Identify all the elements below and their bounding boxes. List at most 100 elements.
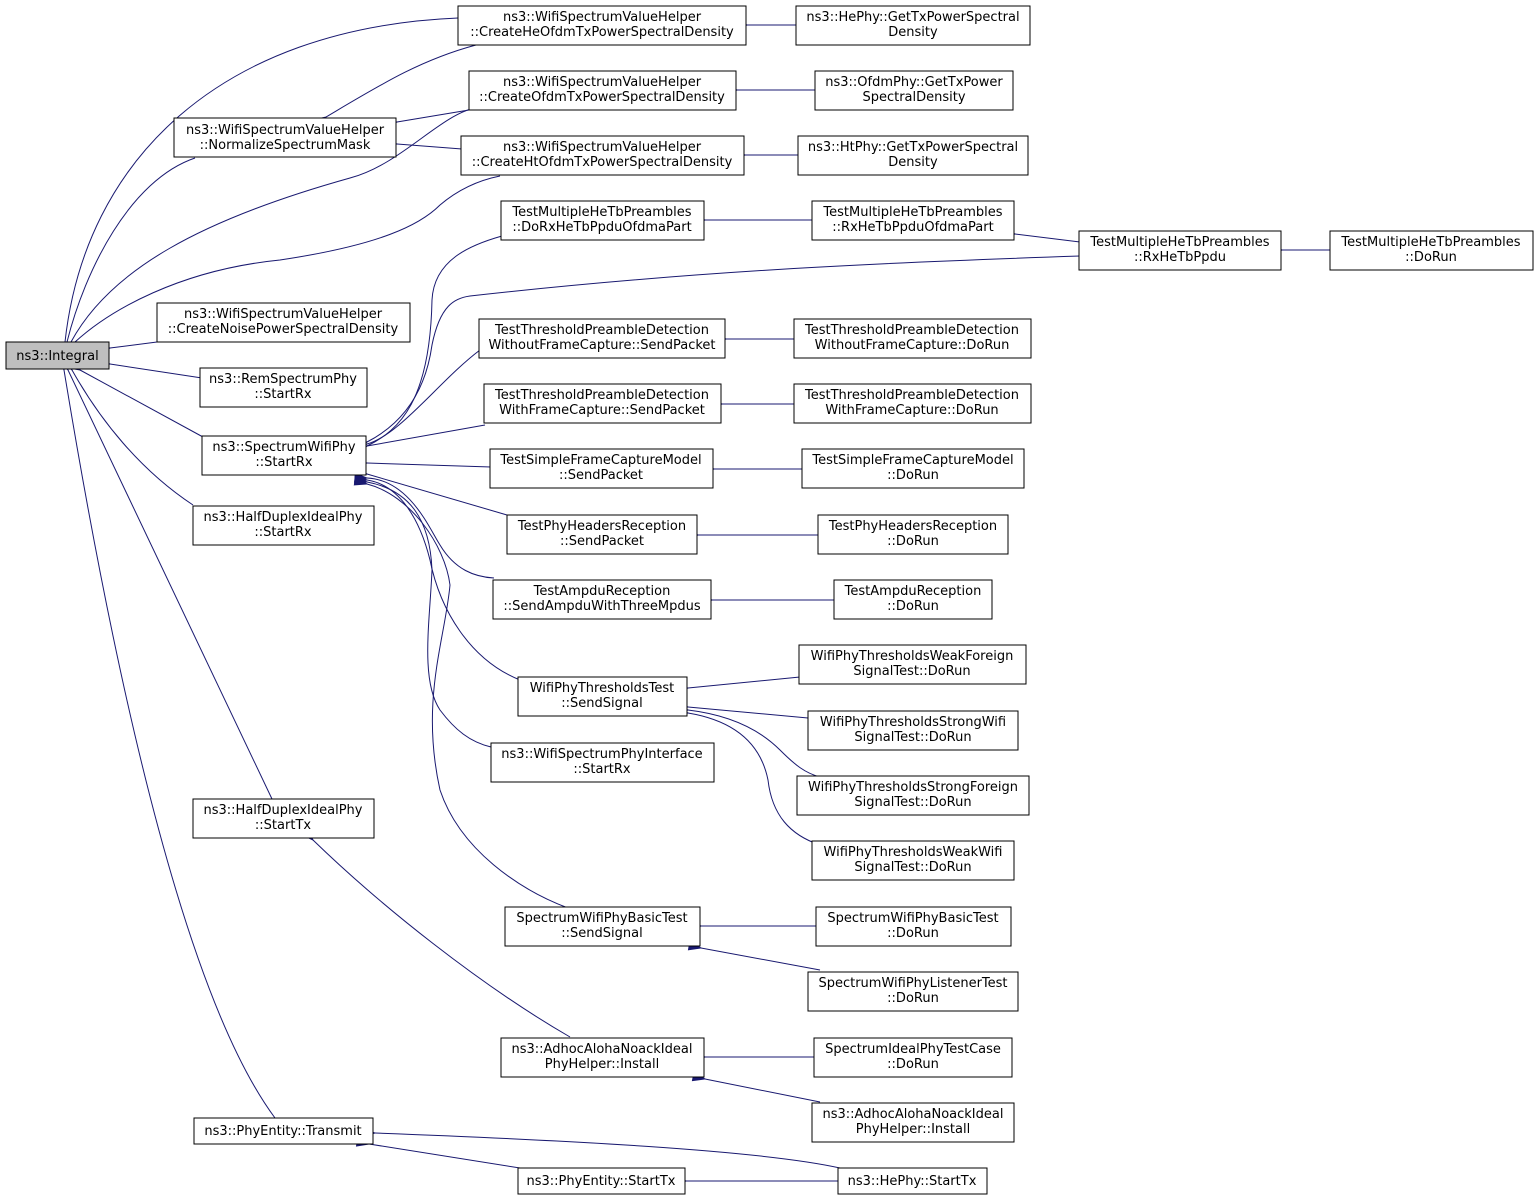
node-label: SpectrumWifiPhyBasicTest: [827, 911, 998, 926]
node-adhoc-install[interactable]: ns3::AdhocAlohaNoackIdeal PhyHelper::Ins…: [500, 1037, 705, 1078]
node-rx-he-tb-ppdu-ofdma[interactable]: TestMultipleHeTbPreambles ::RxHeTbPpduOf…: [811, 200, 1015, 241]
node-thresholds-test-send[interactable]: WifiPhyThresholdsTest ::SendSignal: [517, 676, 688, 717]
node-label: ::StartRx: [573, 762, 631, 777]
node-htphy-get-tx-psd[interactable]: ns3::HtPhy::GetTxPowerSpectral Density: [797, 135, 1029, 176]
edge-hephystarttx-to-transmit: [375, 1133, 841, 1169]
edge-normalize-to-integral: [67, 157, 196, 342]
node-thresh-cap-send[interactable]: TestThresholdPreambleDetection WithFrame…: [483, 383, 722, 424]
edge-ampdu-to-specwifi: [367, 478, 495, 579]
edge-wifispecif-to-specwifi: [367, 482, 492, 748]
node-create-he-ofdm-psd[interactable]: ns3::WifiSpectrumValueHelper ::CreateHeO…: [457, 5, 747, 46]
node-weak-foreign-dorun[interactable]: WifiPhyThresholdsWeakForeign SignalTest:…: [798, 644, 1027, 685]
node-label: ::CreateNoisePowerSpectralDensity: [168, 322, 399, 337]
edge-halfduplexrx-to-integral: [72, 370, 194, 506]
edge-heOfdm-to-normalize: [326, 44, 477, 117]
node-label: ns3::WifiSpectrumPhyInterface: [501, 747, 702, 762]
node-simple-cap-send[interactable]: TestSimpleFrameCaptureModel ::SendPacket: [489, 448, 714, 489]
node-label: TestSimpleFrameCaptureModel: [811, 453, 1013, 468]
node-half-duplex-start-tx[interactable]: ns3::HalfDuplexIdealPhy ::StartTx: [192, 798, 375, 839]
node-label: ::SendSignal: [561, 926, 642, 941]
node-simple-cap-dorun[interactable]: TestSimpleFrameCaptureModel ::DoRun: [801, 448, 1025, 489]
node-label: ::CreateHtOfdmTxPowerSpectralDensity: [472, 155, 733, 170]
node-label: ::DoRun: [887, 468, 939, 483]
edge-phyhdr-to-specwifi: [367, 474, 508, 516]
node-label: SignalTest::DoRun: [853, 664, 970, 679]
edge-basictest-to-specwifi: [367, 484, 569, 909]
node-label: SignalTest::DoRun: [854, 730, 971, 745]
node-ofdmphy-get-tx-psd[interactable]: ns3::OfdmPhy::GetTxPower SpectralDensity: [814, 70, 1014, 111]
node-label: WithoutFrameCapture::DoRun: [815, 338, 1010, 353]
node-basic-test-dorun[interactable]: SpectrumWifiPhyBasicTest ::DoRun: [815, 906, 1012, 947]
node-label: WithFrameCapture::SendPacket: [499, 403, 705, 418]
node-basic-test-send[interactable]: SpectrumWifiPhyBasicTest ::SendSignal: [504, 906, 701, 947]
edge-weakwifi-to-threshtest: [688, 713, 821, 846]
node-label: TestAmpduReception: [844, 584, 982, 599]
node-rx-he-tb-ppdu[interactable]: TestMultipleHeTbPreambles ::RxHeTbPpdu: [1078, 230, 1282, 271]
node-label: TestThresholdPreambleDetection: [494, 388, 709, 403]
node-phy-headers-dorun[interactable]: TestPhyHeadersReception ::DoRun: [817, 514, 1009, 555]
node-label: WithFrameCapture::DoRun: [825, 403, 998, 418]
node-thresh-nocap-send[interactable]: TestThresholdPreambleDetection WithoutFr…: [478, 318, 726, 359]
node-phy-headers-send[interactable]: TestPhyHeadersReception ::SendPacket: [506, 514, 698, 555]
node-hephy-get-tx-psd[interactable]: ns3::HePhy::GetTxPowerSpectral Density: [795, 5, 1031, 46]
edge-strongforeign-to-threshtest: [688, 710, 821, 778]
edge-simplecap-to-specwifi: [367, 463, 492, 468]
node-label: ::StartRx: [254, 525, 312, 540]
node-strong-foreign-dorun[interactable]: WifiPhyThresholdsStrongForeign SignalTes…: [796, 775, 1030, 816]
node-multi-he-tb-dorun[interactable]: TestMultipleHeTbPreambles ::DoRun: [1329, 230, 1534, 271]
node-label: ::DoRun: [1405, 250, 1457, 265]
edge-rxhetbppdu-to-rxhetbofdma: [1015, 234, 1081, 243]
node-label: TestMultipleHeTbPreambles: [511, 205, 691, 220]
edge-heOfdm-to-integral: [65, 17, 459, 342]
node-label: ::StartRx: [254, 387, 312, 402]
node-rem-start-rx[interactable]: ns3::RemSpectrumPhy ::StartRx: [199, 367, 368, 408]
node-label: SpectrumWifiPhyListenerTest: [818, 976, 1007, 991]
node-spectrum-wifi-phy-start-rx[interactable]: ns3::SpectrumWifiPhy ::StartRx: [201, 435, 367, 476]
node-weak-wifi-dorun[interactable]: WifiPhyThresholdsWeakWifi SignalTest::Do…: [811, 840, 1015, 881]
node-label: ::DoRun: [887, 926, 939, 941]
node-normalize-spectrum-mask[interactable]: ns3::WifiSpectrumValueHelper ::Normalize…: [173, 117, 397, 158]
node-label: ns3::Integral: [16, 349, 98, 364]
node-label: TestThresholdPreambleDetection: [804, 323, 1019, 338]
node-label: ::NormalizeSpectrumMask: [200, 138, 371, 153]
edge-adhoc2-to-adhoc: [705, 1079, 821, 1103]
node-label: ::DoRun: [887, 1057, 939, 1072]
node-create-ht-ofdm-psd[interactable]: ns3::WifiSpectrumValueHelper ::CreateHtO…: [460, 135, 745, 176]
node-label: ns3::WifiSpectrumValueHelper: [184, 307, 383, 322]
edge-threshtest-to-specwifi: [367, 480, 521, 681]
node-create-noise-psd[interactable]: ns3::WifiSpectrumValueHelper ::CreateNoi…: [156, 302, 411, 343]
edge-halfduplextx-to-integral: [68, 370, 273, 800]
node-adhoc-install-caller[interactable]: ns3::AdhocAlohaNoackIdeal PhyHelper::Ins…: [811, 1102, 1015, 1143]
node-label: ns3::RemSpectrumPhy: [209, 372, 357, 387]
edge-rem-to-integral: [110, 364, 203, 379]
edge-adhoc-to-halfduplextx: [313, 840, 571, 1038]
node-thresh-nocap-dorun[interactable]: TestThresholdPreambleDetection WithoutFr…: [793, 318, 1032, 359]
node-wifi-spectrum-if-start-rx[interactable]: ns3::WifiSpectrumPhyInterface ::StartRx: [490, 742, 715, 783]
node-label: TestMultipleHeTbPreambles: [1089, 235, 1269, 250]
node-ideal-phy-test-dorun[interactable]: SpectrumIdealPhyTestCase ::DoRun: [813, 1037, 1013, 1078]
node-integral[interactable]: ns3::Integral: [5, 341, 110, 370]
edge-strongwifi-to-threshtest: [688, 707, 809, 719]
node-create-ofdm-psd[interactable]: ns3::WifiSpectrumValueHelper ::CreateOfd…: [468, 70, 737, 111]
node-label: ::RxHeTbPpdu: [1134, 250, 1226, 265]
node-label: SignalTest::DoRun: [854, 860, 971, 875]
node-label: TestPhyHeadersReception: [517, 519, 686, 534]
call-edges: [64, 17, 1330, 1181]
node-label: ns3::PhyEntity::Transmit: [204, 1124, 361, 1139]
node-listener-test-dorun[interactable]: SpectrumWifiPhyListenerTest ::DoRun: [807, 971, 1019, 1012]
node-strong-wifi-dorun[interactable]: WifiPhyThresholdsStrongWifi SignalTest::…: [807, 710, 1019, 751]
node-label: ::SendPacket: [560, 534, 644, 549]
node-phy-entity-transmit[interactable]: ns3::PhyEntity::Transmit: [193, 1117, 374, 1145]
node-ampdu-send[interactable]: TestAmpduReception ::SendAmpduWithThreeM…: [492, 579, 712, 620]
node-label: Density: [888, 155, 938, 170]
node-hephy-start-tx[interactable]: ns3::HePhy::StartTx: [837, 1167, 988, 1195]
node-label: TestThresholdPreambleDetection: [804, 388, 1019, 403]
node-label: ::SendSignal: [561, 696, 642, 711]
node-label: ns3::HePhy::GetTxPowerSpectral: [806, 10, 1019, 25]
node-do-rx-he-tb-ofdma[interactable]: TestMultipleHeTbPreambles ::DoRxHeTbPpdu…: [500, 200, 705, 241]
edge-threshcap-to-specwifi: [367, 424, 486, 446]
node-ampdu-dorun[interactable]: TestAmpduReception ::DoRun: [833, 579, 993, 620]
node-thresh-cap-dorun[interactable]: TestThresholdPreambleDetection WithFrame…: [793, 383, 1032, 424]
node-half-duplex-start-rx[interactable]: ns3::HalfDuplexIdealPhy ::StartRx: [192, 505, 375, 546]
node-phy-entity-start-tx[interactable]: ns3::PhyEntity::StartTx: [517, 1167, 686, 1195]
